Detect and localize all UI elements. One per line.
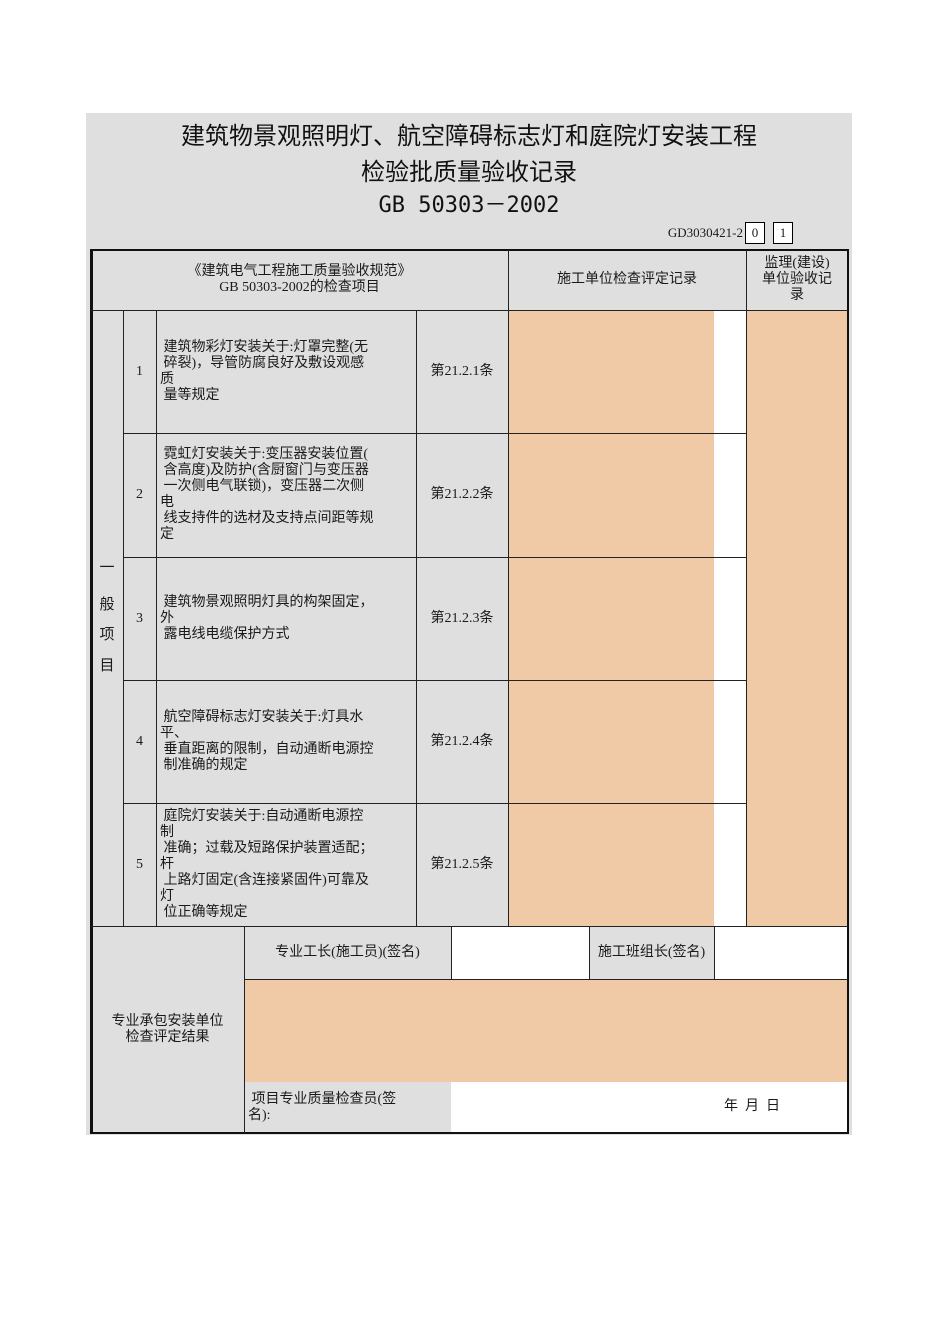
item-clause: 第21.2.4条 bbox=[416, 680, 508, 803]
foreman-signature-field[interactable] bbox=[451, 926, 589, 979]
category-char: 目 bbox=[99, 658, 115, 674]
form-code: GD3030421-2 bbox=[667, 225, 743, 240]
item-number: 5 bbox=[123, 803, 156, 926]
contractor-record-input[interactable] bbox=[508, 803, 714, 926]
contractor-record-extra[interactable] bbox=[714, 680, 746, 803]
item-clause: 第21.2.1条 bbox=[416, 310, 508, 433]
quality-inspector-label: 项目专业质量检查员(签 名): bbox=[244, 1082, 451, 1133]
category-char: 一 bbox=[99, 560, 115, 576]
standard-code: GB 50303－2002 bbox=[378, 193, 560, 218]
item-description: 庭院灯安装关于:自动通断电源控 制 准确；过载及短路保护装置适配； 杆 上路灯固… bbox=[156, 803, 416, 926]
contractor-record-input[interactable] bbox=[508, 433, 714, 557]
header-spec-items: 《建筑电气工程施工质量验收规范》 GB 50303-2002的检查项目 bbox=[91, 250, 508, 310]
contractor-record-input[interactable] bbox=[508, 310, 714, 433]
unit-result-label: 专业承包安装单位 检查评定结果 bbox=[91, 926, 244, 1133]
code-box-1[interactable]: 0 bbox=[745, 222, 765, 244]
contractor-record-input[interactable] bbox=[508, 680, 714, 803]
form-title: 建筑物景观照明灯、航空障碍标志灯和庭院灯安装工程 bbox=[181, 122, 757, 150]
inspection-result-input[interactable] bbox=[244, 979, 848, 1082]
item-clause: 第21.2.5条 bbox=[416, 803, 508, 926]
item-description: 霓虹灯安装关于:变压器安装位置( 含高度)及防护(含厨窗门与变压器 一次侧电气联… bbox=[156, 433, 416, 557]
supervisor-acceptance-input[interactable] bbox=[746, 310, 848, 926]
item-number: 4 bbox=[123, 680, 156, 803]
item-number: 1 bbox=[123, 310, 156, 433]
item-description: 建筑物景观照明灯具的构架固定， 外 露电线电缆保护方式 bbox=[156, 557, 416, 680]
category-general-items bbox=[91, 310, 123, 926]
contractor-record-extra[interactable] bbox=[714, 557, 746, 680]
category-char: 项 bbox=[99, 627, 115, 643]
contractor-record-input[interactable] bbox=[508, 557, 714, 680]
category-char: 般 bbox=[99, 597, 115, 613]
contractor-record-extra[interactable] bbox=[714, 310, 746, 433]
header-spec-line2: GB 50303-2002的检查项目 bbox=[219, 280, 380, 295]
team-leader-signature-field[interactable] bbox=[714, 926, 848, 979]
form-subtitle: 检验批质量验收记录 bbox=[361, 158, 577, 186]
code-box-2[interactable]: 1 bbox=[773, 222, 793, 244]
item-number: 3 bbox=[123, 557, 156, 680]
quality-inspector-signature-field[interactable]: 年 月 日 bbox=[451, 1082, 848, 1133]
item-description: 建筑物彩灯安装关于:灯罩完整(无 碎裂)，导管防腐良好及敷设观感 质 量等规定 bbox=[156, 310, 416, 433]
item-number: 2 bbox=[123, 433, 156, 557]
contractor-record-extra[interactable] bbox=[714, 803, 746, 926]
header-supervisor-record: 监理(建设) 单位验收记 录 bbox=[746, 250, 848, 310]
header-contractor-record: 施工单位检查评定记录 bbox=[508, 250, 746, 310]
item-description: 航空障碍标志灯安装关于:灯具水 平、 垂直距离的限制，自动通断电源控 制准确的规… bbox=[156, 680, 416, 803]
team-leader-signature-label: 施工班组长(签名) bbox=[589, 926, 714, 979]
item-clause: 第21.2.3条 bbox=[416, 557, 508, 680]
foreman-signature-label: 专业工长(施工员)(签名) bbox=[244, 926, 451, 979]
date-label: 年 月 日 bbox=[724, 1099, 780, 1114]
item-clause: 第21.2.2条 bbox=[416, 433, 508, 557]
header-spec-line1: 《建筑电气工程施工质量验收规范》 bbox=[187, 264, 412, 279]
contractor-record-extra[interactable] bbox=[714, 433, 746, 557]
